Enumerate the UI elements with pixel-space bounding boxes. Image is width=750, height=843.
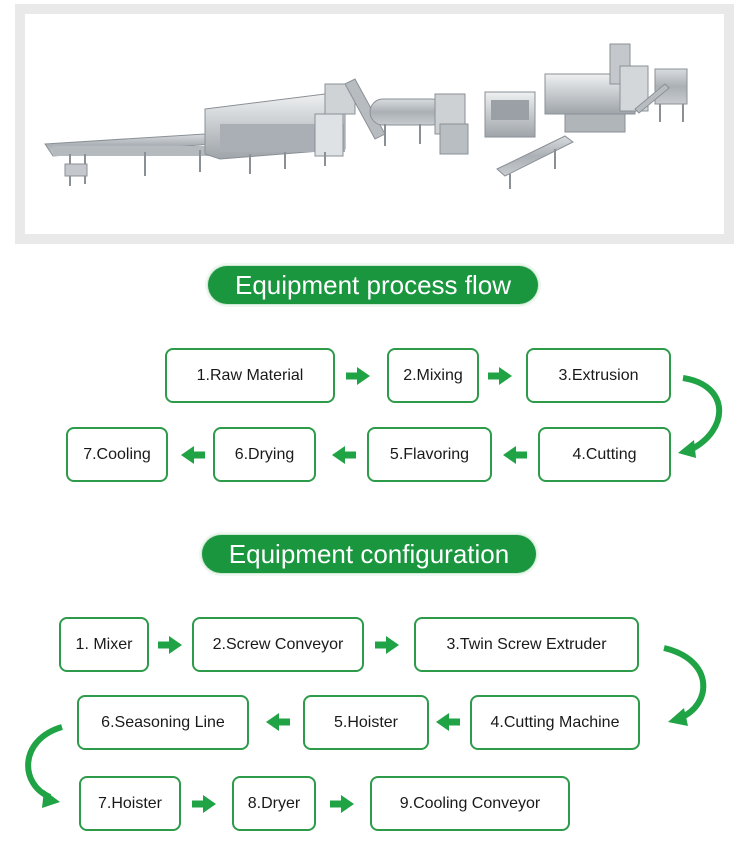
- config-dryer: 8.Dryer: [232, 776, 316, 831]
- config-cooling-conveyor: 9.Cooling Conveyor: [370, 776, 570, 831]
- config-hoister-7: 7.Hoister: [79, 776, 181, 831]
- config-seasoning-line: 6.Seasoning Line: [77, 695, 249, 750]
- arrow-left-icon: [436, 713, 460, 731]
- arrow-right-icon: [488, 367, 512, 385]
- curved-arrow-head-icon: [678, 440, 696, 458]
- step-drying: 6.Drying: [213, 427, 316, 482]
- production-line-photo: [25, 14, 724, 234]
- step-extrusion: 3.Extrusion: [526, 348, 671, 403]
- section-title-process-flow: Equipment process flow: [208, 266, 538, 304]
- step-flavoring: 5.Flavoring: [367, 427, 492, 482]
- step-cooling: 7.Cooling: [66, 427, 168, 482]
- arrow-left-icon: [332, 446, 356, 464]
- extruder-production-line-image: [44, 43, 688, 189]
- photo-frame: [15, 4, 734, 244]
- arrow-right-icon: [346, 367, 370, 385]
- arrow-right-icon: [375, 636, 399, 654]
- arrow-left-icon: [181, 446, 205, 464]
- arrow-right-icon: [158, 636, 182, 654]
- step-cutting: 4.Cutting: [538, 427, 671, 482]
- curved-arrow-icon: [25, 724, 63, 800]
- arrow-left-icon: [266, 713, 290, 731]
- arrow-left-icon: [503, 446, 527, 464]
- config-mixer: 1. Mixer: [59, 617, 149, 672]
- curved-arrow-head-icon: [668, 708, 688, 726]
- step-raw-material: 1.Raw Material: [165, 348, 335, 403]
- arrow-right-icon: [192, 795, 216, 813]
- curved-arrow-icon: [663, 645, 707, 721]
- config-cutting-machine: 4.Cutting Machine: [470, 695, 640, 750]
- step-mixing: 2.Mixing: [387, 348, 479, 403]
- curved-arrow-head-icon: [42, 790, 60, 808]
- config-twin-screw-extruder: 3.Twin Screw Extruder: [414, 617, 639, 672]
- section-title-configuration: Equipment configuration: [202, 535, 536, 573]
- arrow-right-icon: [330, 795, 354, 813]
- config-screw-conveyor: 2.Screw Conveyor: [192, 617, 364, 672]
- config-hoister-5: 5.Hoister: [303, 695, 429, 750]
- curved-arrow-icon: [682, 375, 723, 453]
